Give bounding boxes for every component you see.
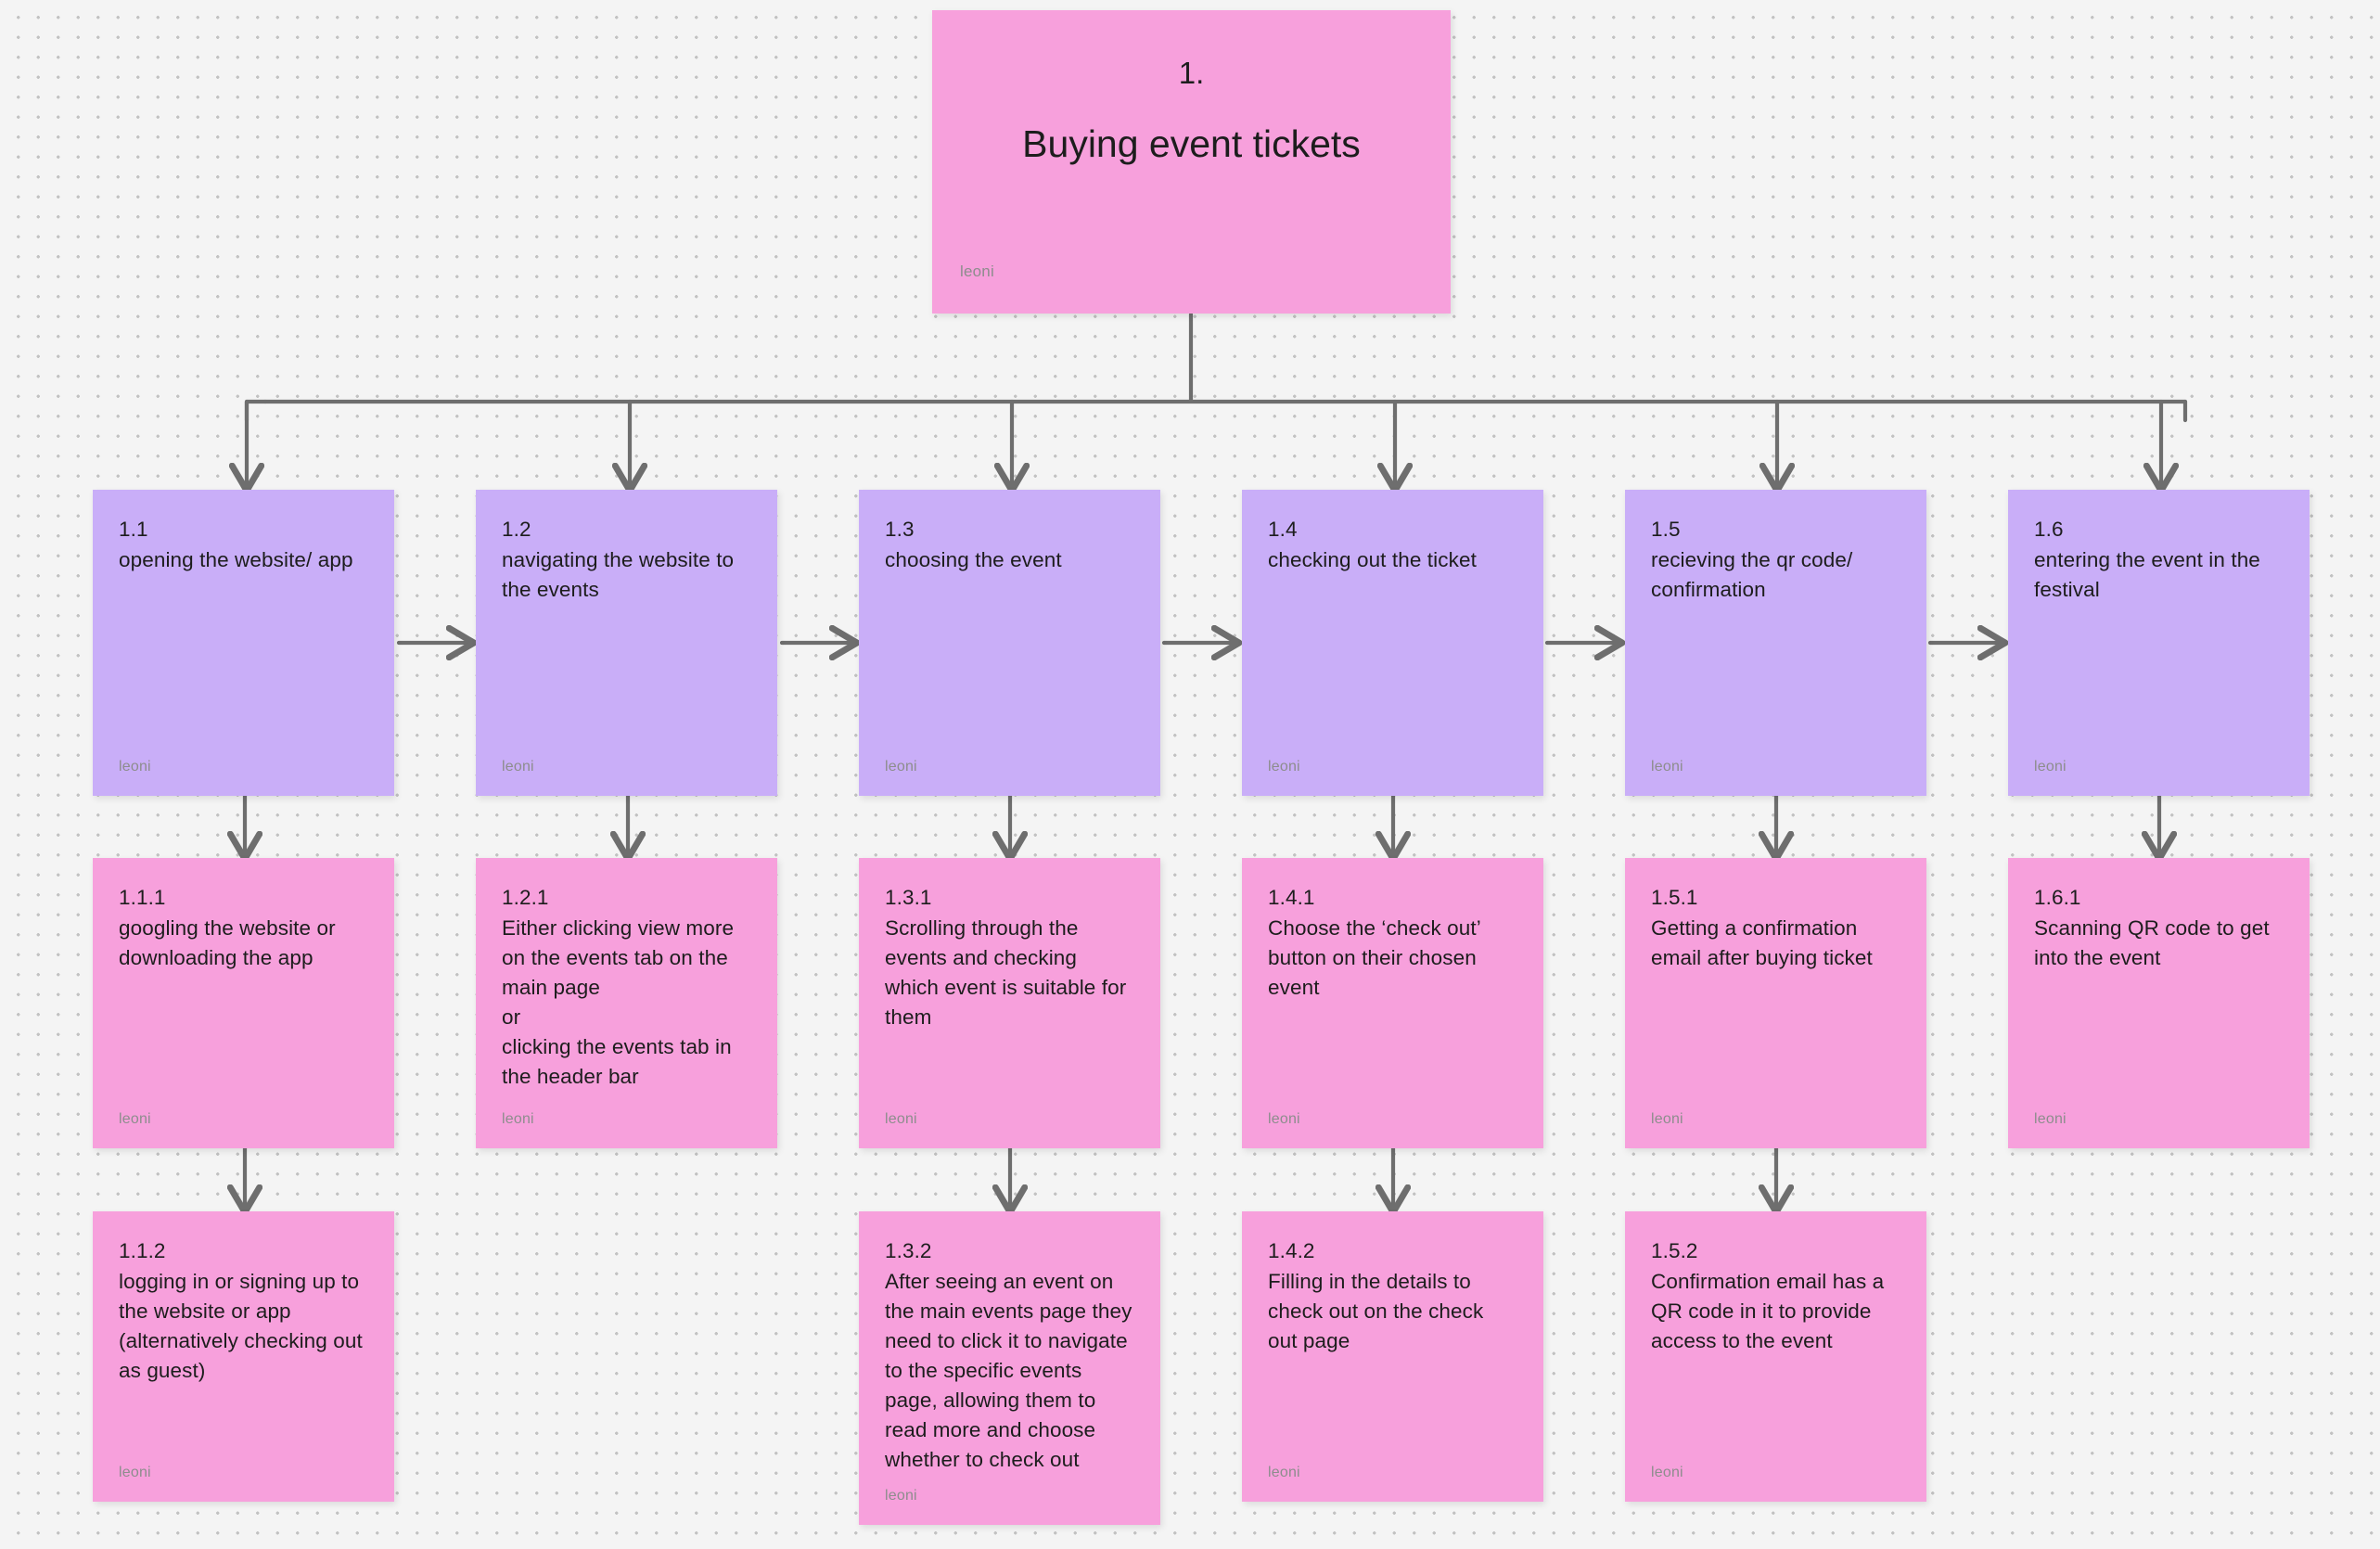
card-1.5[interactable]: 1.5 recieving the qr code/ confirmation l…	[1625, 490, 1926, 796]
card-author: leoni	[1268, 1111, 1300, 1127]
card-number: 1.1.2	[119, 1239, 166, 1262]
card-text: Confirmation email has a QR code in it t…	[1651, 1270, 1885, 1352]
card-text: Getting a confirmation email after buyin…	[1651, 916, 1873, 969]
card-text: Scanning QR code to get into the event	[2034, 916, 2270, 969]
card-author: leoni	[960, 262, 994, 280]
card-text: choosing the event	[885, 548, 1062, 571]
card-number: 1.6	[2034, 518, 2064, 541]
card-number: 1.6.1	[2034, 886, 2081, 909]
card-number: 1.5.1	[1651, 886, 1698, 909]
card-author: leoni	[1651, 1465, 1683, 1480]
card-text: logging in or signing up to the website …	[119, 1270, 363, 1382]
card-number: 1.3	[885, 518, 915, 541]
card-author: leoni	[1651, 759, 1683, 774]
card-1.1[interactable]: 1.1 opening the website/ app leoni	[93, 490, 394, 796]
card-number: 1.2	[502, 518, 531, 541]
card-text: Filling in the details to check out on t…	[1268, 1270, 1484, 1352]
title-label: Buying event tickets	[1022, 122, 1361, 165]
card-text: googling the website or downloading the …	[119, 916, 336, 969]
card-text: After seeing an event on the main events…	[885, 1270, 1132, 1471]
card-1.1.2[interactable]: 1.1.2 logging in or signing up to the web…	[93, 1211, 394, 1502]
card-number: 1.4.1	[1268, 886, 1315, 909]
connector-bus-corner-left	[244, 399, 268, 423]
card-author: leoni	[885, 1488, 917, 1504]
card-number: 1.5	[1651, 518, 1681, 541]
card-number: 1.4	[1268, 518, 1298, 541]
card-number: 1.2.1	[502, 886, 549, 909]
card-number: 1.3.2	[885, 1239, 932, 1262]
card-author: leoni	[1268, 759, 1300, 774]
card-number: 1.5.2	[1651, 1239, 1698, 1262]
card-number: 1.4.2	[1268, 1239, 1315, 1262]
card-text: Choose the ‘check out’ button on their c…	[1268, 916, 1481, 999]
card-author: leoni	[119, 1111, 151, 1127]
card-author: leoni	[119, 1465, 151, 1480]
card-number: 1.1.1	[119, 886, 166, 909]
card-text: entering the event in the festival	[2034, 548, 2260, 601]
card-text: recieving the qr code/ confirmation	[1651, 548, 1853, 601]
card-author: leoni	[1651, 1111, 1683, 1127]
card-author: leoni	[1268, 1465, 1300, 1480]
card-text: opening the website/ app	[119, 548, 353, 571]
title-number: 1.	[1178, 56, 1205, 90]
card-number: 1.3.1	[885, 886, 932, 909]
card-1.4[interactable]: 1.4 checking out the ticket leoni	[1242, 490, 1543, 796]
card-author: leoni	[885, 1111, 917, 1127]
card-1.1.1[interactable]: 1.1.1 googling the website or downloading…	[93, 858, 394, 1148]
card-text: Either clicking view more on the events …	[502, 916, 735, 1088]
card-title[interactable]: 1. Buying event tickets leoni	[932, 10, 1451, 314]
card-author: leoni	[119, 759, 151, 774]
card-author: leoni	[502, 759, 534, 774]
card-number: 1.1	[119, 518, 148, 541]
card-text: checking out the ticket	[1268, 548, 1477, 571]
card-1.6[interactable]: 1.6 entering the event in the festival le…	[2008, 490, 2310, 796]
card-text: navigating the website to the events	[502, 548, 735, 601]
card-author: leoni	[2034, 759, 2067, 774]
card-author: leoni	[502, 1111, 534, 1127]
card-author: leoni	[2034, 1111, 2067, 1127]
card-author: leoni	[885, 759, 917, 774]
card-text: Scrolling through the events and checkin…	[885, 916, 1127, 1029]
card-1.3[interactable]: 1.3 choosing the event leoni	[859, 490, 1160, 796]
